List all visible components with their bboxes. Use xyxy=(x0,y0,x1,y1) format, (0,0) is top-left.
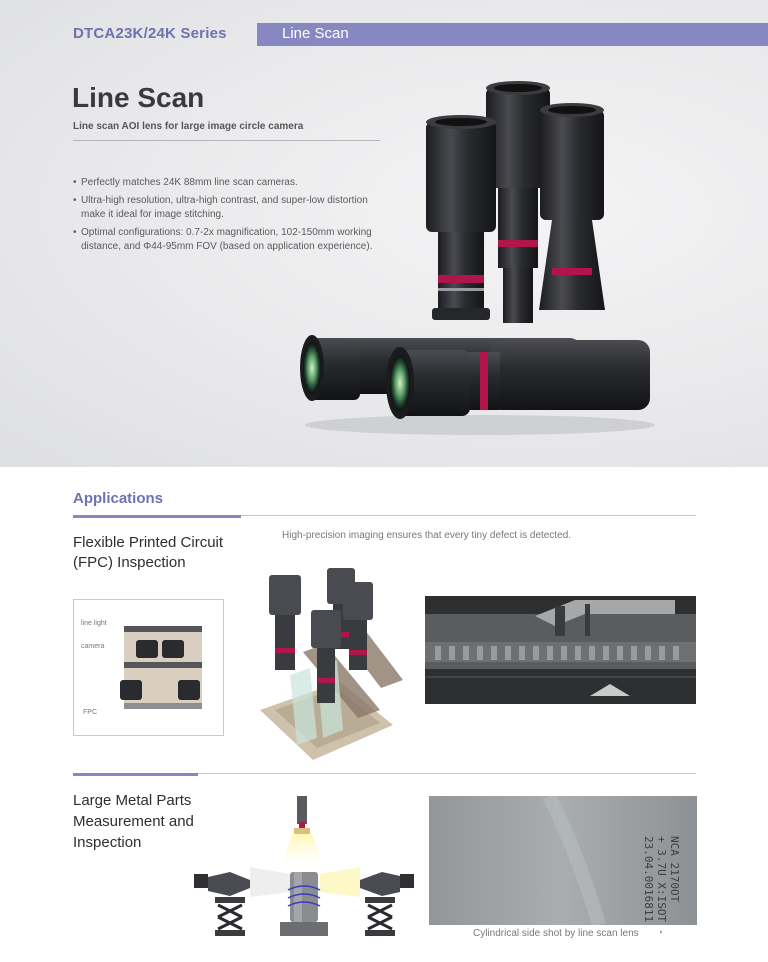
fpc-inspection-description: High-precision imaging ensures that ever… xyxy=(282,530,572,541)
applications-heading: Applications xyxy=(73,490,164,507)
fpc-inspection-illustration xyxy=(260,568,403,760)
fpc-setup-illustration xyxy=(120,626,202,709)
lens-horizontal-front xyxy=(386,340,650,419)
page-title: Line Scan xyxy=(72,82,205,113)
cylinder-surface xyxy=(429,796,697,925)
marking-line: 23.04.0016811 xyxy=(642,836,655,923)
lens-upright-center xyxy=(486,81,550,323)
lens-product-image xyxy=(300,81,655,435)
series-label: DTCA23K/24K Series xyxy=(73,25,227,42)
section-divider xyxy=(198,773,696,774)
label-line-light: line light xyxy=(81,620,107,627)
metal-parts-title: Large Metal Parts Measurement and Inspec… xyxy=(73,792,194,851)
label-camera: camera xyxy=(81,643,105,650)
category-tag-label: Line Scan xyxy=(282,25,349,42)
section-divider xyxy=(241,515,696,516)
feature-item: Ultra-high resolution, ultra-high contra… xyxy=(73,194,383,222)
metal-inspection-illustration xyxy=(194,796,414,936)
label-fpc: FPC xyxy=(83,709,97,716)
lens-upright-left xyxy=(426,115,496,320)
fpc-microscope-image xyxy=(425,596,696,704)
feature-item: Perfectly matches 24K 88mm line scan cam… xyxy=(73,176,383,190)
title-divider xyxy=(73,140,380,141)
section-accent-bar xyxy=(73,515,241,518)
section-accent-bar xyxy=(73,773,198,776)
marking-line: + 3.7U X:ISOT - xyxy=(655,836,668,936)
feature-list: Perfectly matches 24K 88mm line scan cam… xyxy=(73,176,383,258)
category-tag-bar: Line Scan xyxy=(257,23,768,46)
fpc-inspection-title: Flexible Printed Circuit (FPC) Inspectio… xyxy=(73,534,224,571)
cylinder-image-caption: Cylindrical side shot by line scan lens xyxy=(473,928,639,939)
fpc-setup-diagram: line light camera FPC xyxy=(73,599,224,736)
feature-item: Optimal configurations: 0.7-2x magnifica… xyxy=(73,226,383,254)
cylinder-scan-image: NCA 2170OT + 3.7U X:ISOT - 23.04.0016811 xyxy=(429,796,697,935)
page-subtitle: Line scan AOI lens for large image circl… xyxy=(73,121,304,132)
lens-upright-right xyxy=(539,103,605,310)
marking-line: NCA 2170OT xyxy=(668,836,681,903)
